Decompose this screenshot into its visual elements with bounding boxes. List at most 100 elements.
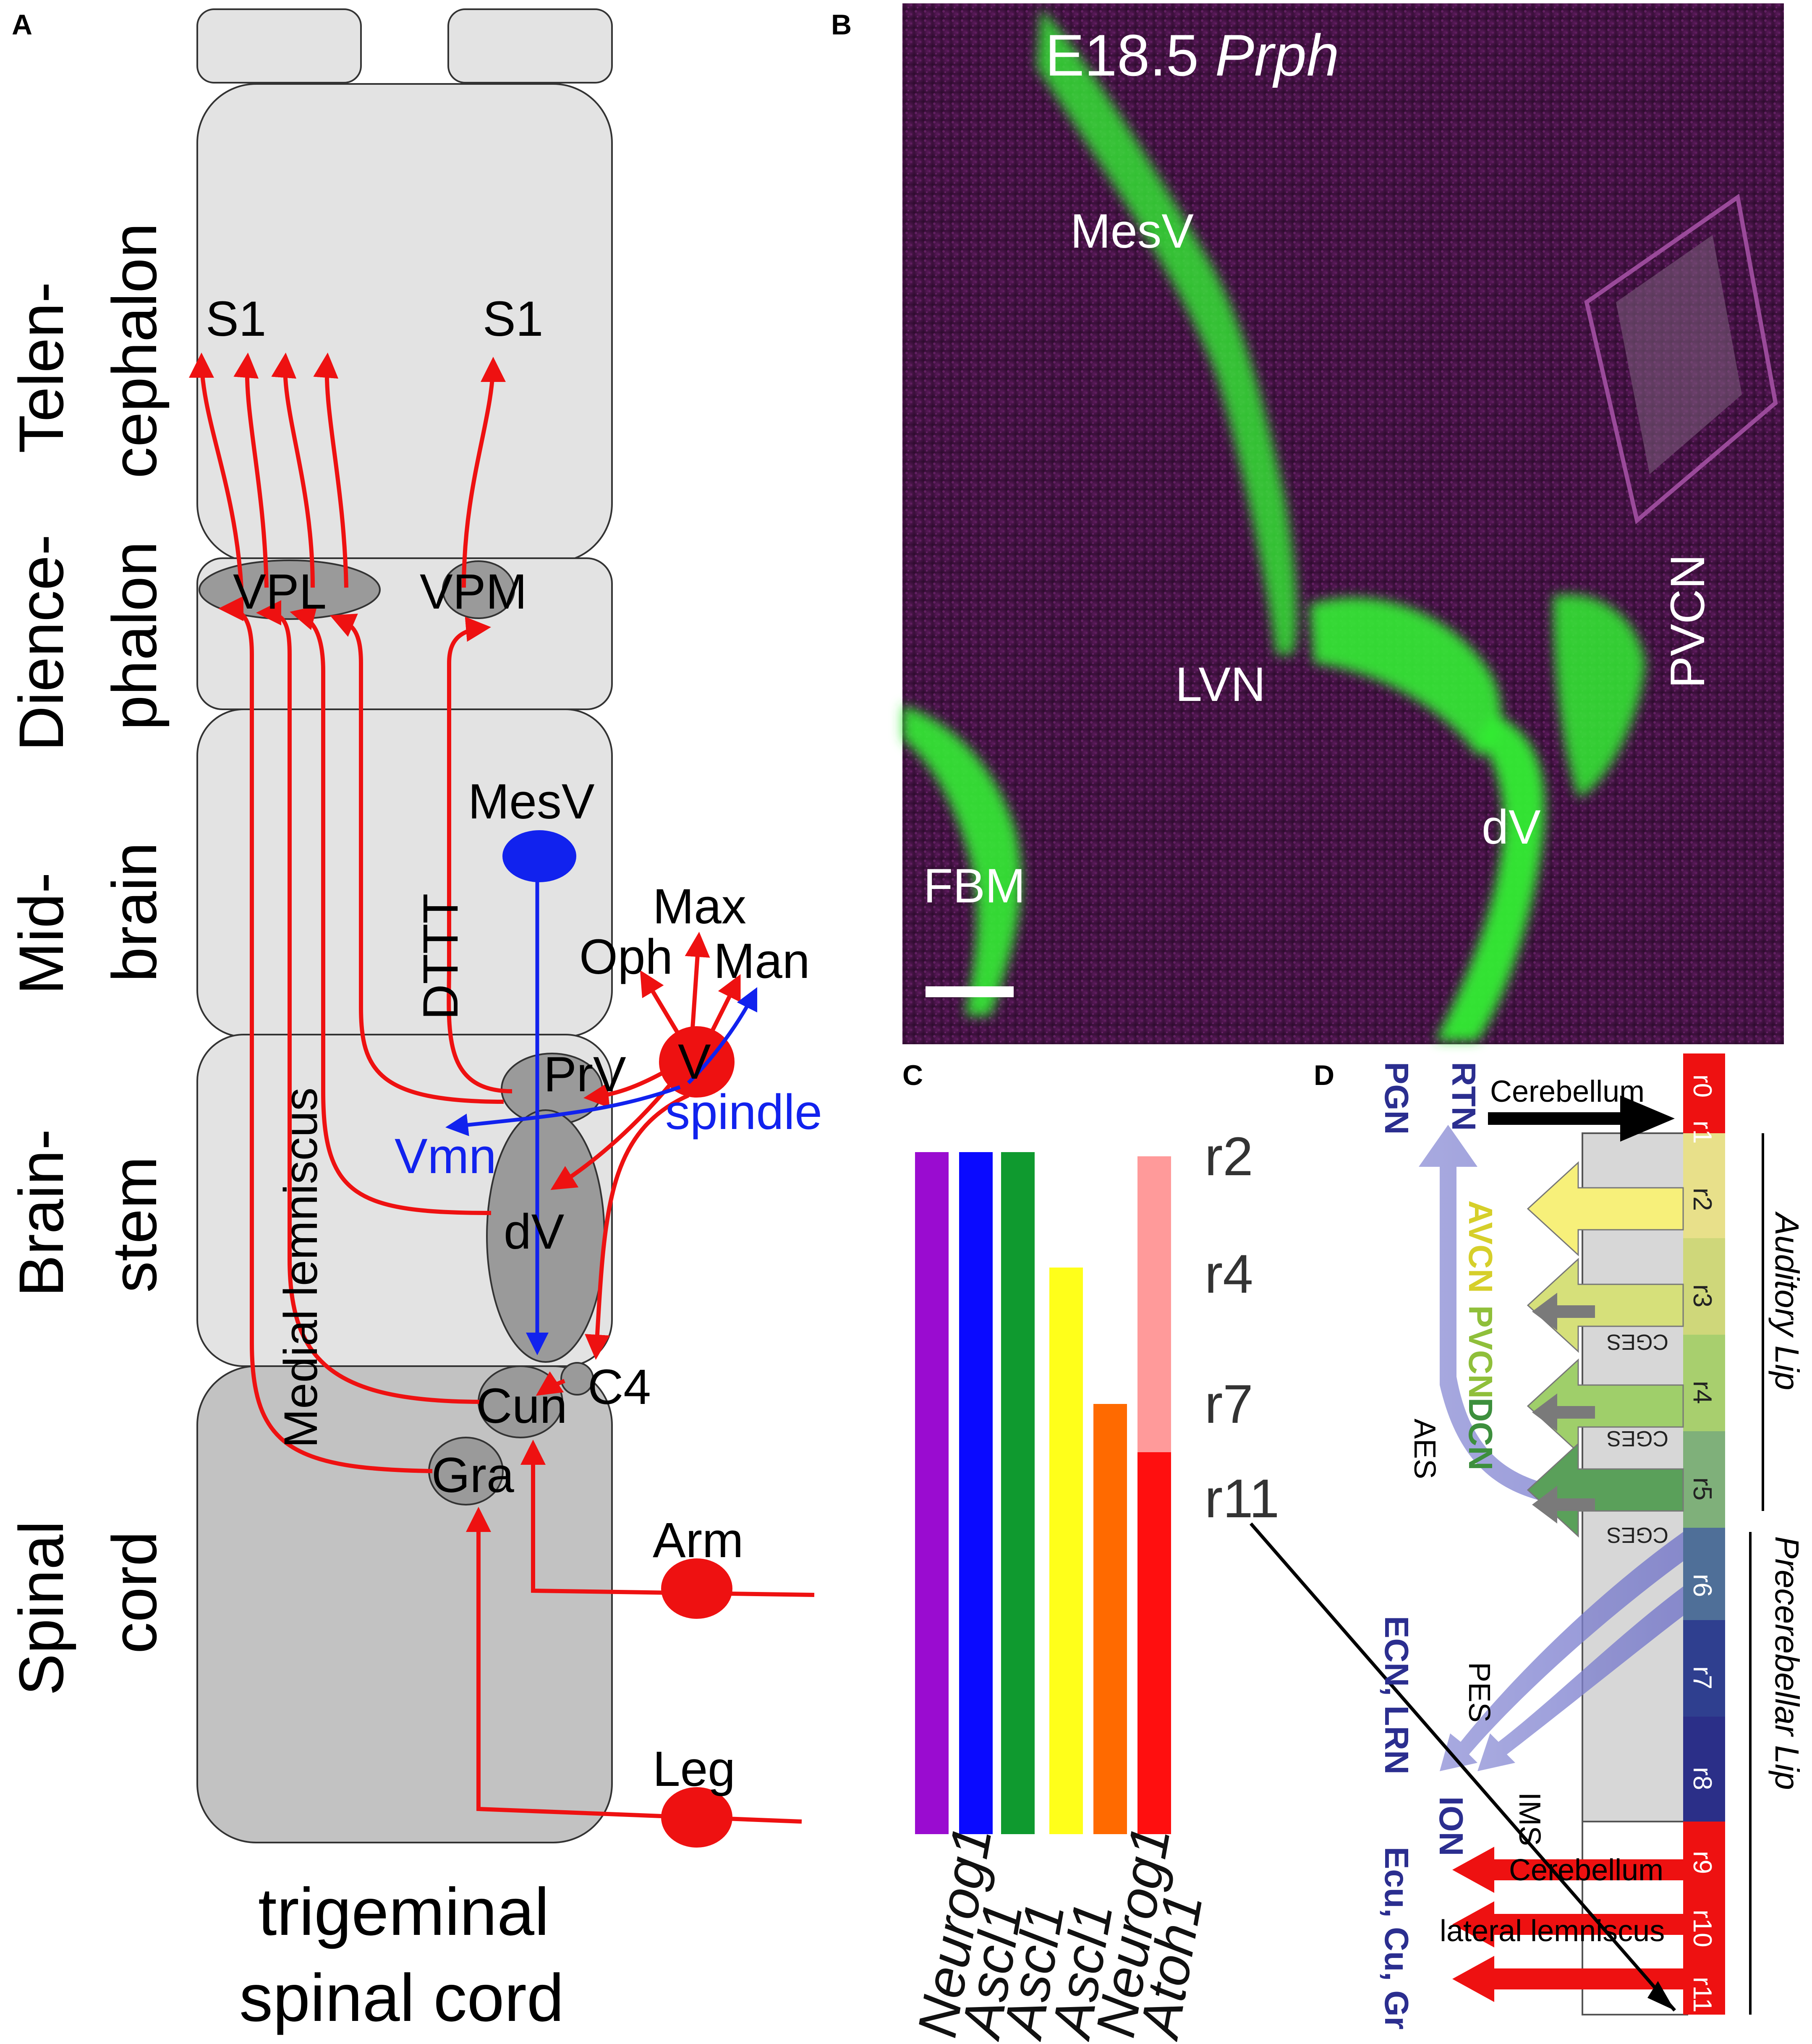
top-tab-right (447, 8, 613, 84)
rhombomere-segment-1 (1683, 1053, 1725, 1133)
v-max-arrow (685, 932, 710, 1029)
d-lateral-lemniscus: lateral lemniscus (1440, 1914, 1665, 1948)
vpl-nucleus (199, 559, 381, 620)
bar-neurog1-1 (915, 1152, 949, 1834)
panel-b: B E18.5 Prph MesV LVN dV FBM PVCN (831, 3, 1784, 1044)
region-midbrain-line2: brain (99, 842, 170, 982)
man-label: Man (714, 933, 810, 989)
vmn-label: Vmn (395, 1129, 497, 1184)
vpm-s1-arrow (462, 357, 506, 588)
v-oph-arrow (640, 970, 682, 1038)
rhombomere-label-r0: r0 (1688, 1074, 1717, 1098)
rhombomere-label-r1: r1 (1688, 1121, 1717, 1144)
b-lvn-label: LVN (1175, 658, 1266, 711)
vpm-label: VPM (420, 564, 527, 619)
max-label: Max (653, 879, 746, 934)
region-spinal-line2: cord (99, 1531, 170, 1654)
s1-right-label: S1 (483, 291, 543, 347)
d-precerebellar-lip: Precerebellar Lip (1768, 1536, 1806, 1790)
rhombomere-segment-11 (1683, 1939, 1725, 2015)
dv-vpl-path (290, 606, 492, 1215)
panel-b-letter: B (831, 9, 852, 41)
dv-label: dV (504, 1204, 565, 1260)
rhombomere-segment-3 (1683, 1238, 1725, 1335)
spindle-vmn-arrow (445, 1085, 681, 1136)
prv-vpm-dttt (447, 617, 512, 1093)
caption-line1: trigeminal (258, 1874, 549, 1949)
rhombomere-segment-4 (1683, 1335, 1725, 1431)
organ-tissue (1616, 235, 1742, 474)
cun-label: Cun (476, 1378, 567, 1434)
b-mesv-label: MesV (1070, 204, 1194, 258)
s1-left-label: S1 (206, 291, 266, 347)
v-c4-path (585, 1093, 690, 1360)
micrograph-title: E18.5 Prph (1045, 22, 1339, 88)
arm-label: Arm (653, 1513, 743, 1568)
mesv-label: MesV (468, 774, 595, 829)
cerebellum-arrow (1488, 1095, 1675, 1142)
vpl-s1-arrow-3 (271, 353, 315, 588)
b-fbm-label: FBM (923, 859, 1025, 913)
rhombomere-label-r9: r9 (1688, 1851, 1717, 1874)
d-auditory-lip: Auditory Lip (1768, 1211, 1806, 1390)
rhombomere-segment-10 (1683, 1880, 1725, 1939)
caption-line2: spinal cord (239, 1960, 564, 2035)
d-cerebellum-top: Cerebellum (1490, 1075, 1645, 1108)
d-ecn-lrn-label: ECN, LRN (1378, 1616, 1415, 1775)
gra-medial-lemniscus (218, 596, 433, 1473)
region-diencephalon-line2: phalon (99, 541, 170, 730)
bar-neurog1-5 (1093, 1404, 1127, 1834)
d-pgn-label: PGN (1378, 1062, 1415, 1134)
oph-label: Oph (579, 929, 673, 985)
prv-vpl-path (329, 614, 504, 1104)
v-man-arrow (707, 974, 741, 1038)
rhombomere-segment-5 (1683, 1431, 1725, 1528)
spinal-cord-segment (196, 1365, 613, 1843)
rhombomere-label-r8: r8 (1688, 1767, 1717, 1790)
d-rtn-label: RTN (1445, 1062, 1483, 1131)
d-pvcn-label: PVCN (1462, 1305, 1499, 1398)
cges-label-3: CGES (1607, 1523, 1668, 1547)
region-telencephalon-line1: Telen- (6, 282, 76, 453)
bar-atoh1-upper (1137, 1156, 1171, 1452)
gra-label: Gra (431, 1448, 514, 1503)
d-pes-label: PES (1462, 1662, 1496, 1723)
rhombomere-segment-8 (1683, 1717, 1725, 1822)
c4-label: C4 (588, 1359, 651, 1415)
d-ion-label: ION (1433, 1796, 1470, 1856)
top-tab-left (196, 8, 362, 84)
medial-lemniscus-label: Medial lemniscus (275, 1087, 327, 1448)
vpl-label: VPL (233, 564, 327, 619)
panel-c-letter: C (902, 1059, 923, 1091)
d-aes-label: AES (1408, 1419, 1441, 1479)
rhombomere-label-r11: r11 (1688, 1977, 1717, 2013)
bar-ascl1-3 (1001, 1152, 1035, 1834)
rhombomere-r11: r11 (1205, 1468, 1279, 1529)
arm-cun-path (520, 1440, 815, 1597)
cges-label-2: CGES (1607, 1426, 1668, 1451)
rhombomere-label-r6: r6 (1688, 1574, 1717, 1597)
rhombomere-label-r7: r7 (1688, 1666, 1717, 1689)
precerebellar-migrations (1419, 1125, 1683, 1771)
vpl-s1-arrow-4 (313, 353, 348, 588)
prv-label: PrV (544, 1047, 626, 1102)
lower-rhombic-lip-arrows (1452, 1847, 1687, 2002)
rhombomere-label-r4: r4 (1688, 1381, 1717, 1404)
region-diencephalon-line1: Dience- (6, 534, 76, 751)
rhombomere-r7: r7 (1205, 1373, 1253, 1435)
rhombomere-label-r3: r3 (1688, 1284, 1717, 1307)
auditory-migrations (1527, 1161, 1684, 1538)
panel-a-letter: A (12, 9, 32, 41)
rhombomere-segment-7 (1683, 1620, 1725, 1717)
panel-d-letter: D (1314, 1059, 1334, 1091)
rhombomere-label-r5: r5 (1688, 1477, 1717, 1500)
rhombomere-label-r2: r2 (1688, 1188, 1717, 1211)
dttt-label: DTTT (413, 894, 468, 1020)
panel-a: A Telen- cephalon Dience- phalon Mid- br… (6, 8, 822, 2035)
d-ims-label: IMS (1513, 1792, 1546, 1846)
bar-atoh1-lower (1137, 1452, 1171, 1834)
